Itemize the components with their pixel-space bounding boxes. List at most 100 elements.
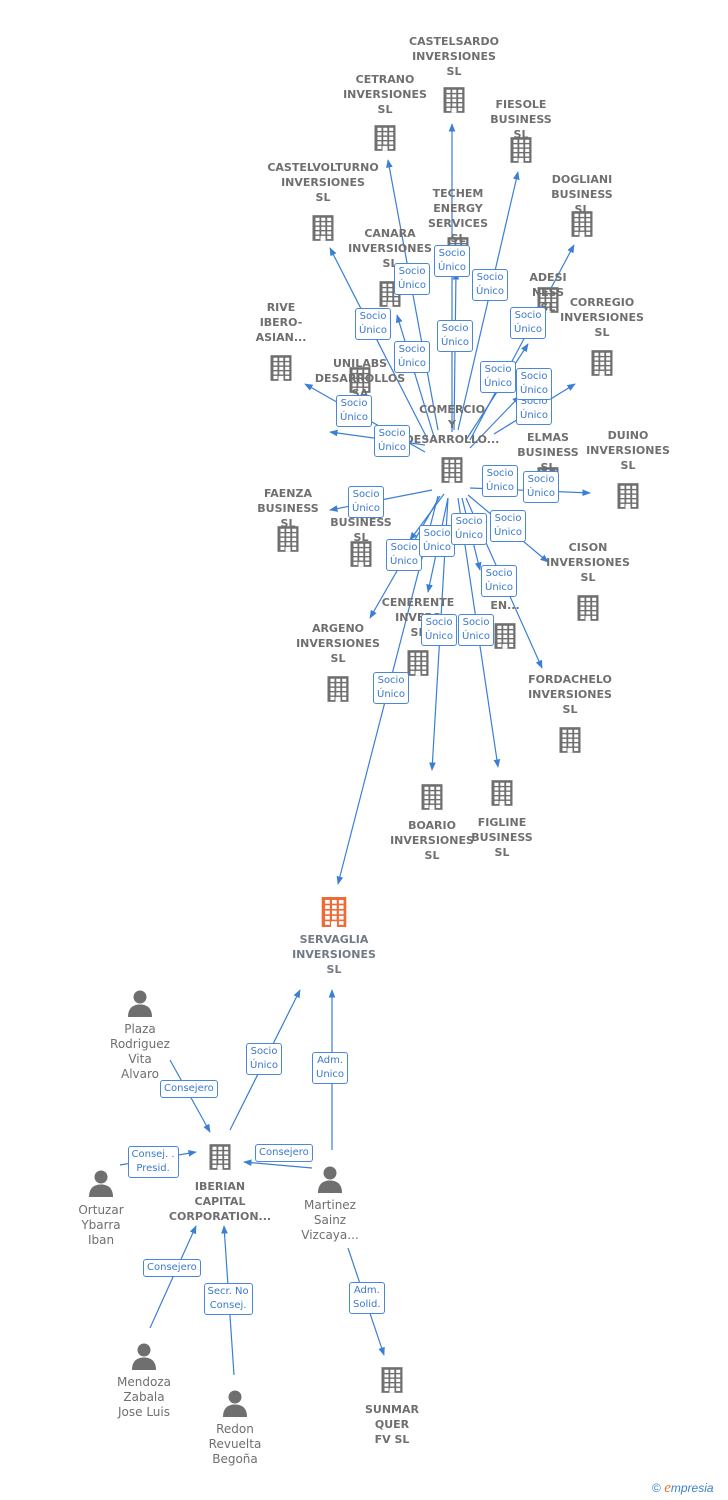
node-label: CASTELSARDO INVERSIONES SL (409, 35, 499, 78)
building-icon (491, 780, 513, 806)
node-label: Mendoza Zabala Jose Luis (117, 1375, 171, 1419)
edge-comercio-to-business (409, 493, 445, 541)
building-icon (494, 623, 516, 649)
relation-badge[interactable]: Adm. Unico (312, 1052, 349, 1084)
building-icon (270, 355, 292, 381)
building-icon (209, 1144, 231, 1170)
relation-badge[interactable]: Consejero (160, 1080, 218, 1098)
relation-badge[interactable]: Socio Único (516, 368, 553, 400)
edge-mendoza-to-iberian (149, 1225, 197, 1329)
node-label: SERVAGLIA INVERSIONES SL (292, 933, 376, 976)
copyright-symbol: © (652, 1481, 661, 1495)
relation-badge[interactable]: Socio Único (246, 1043, 283, 1075)
relation-badge[interactable]: Socio Único (480, 361, 517, 393)
building-icon (591, 350, 613, 376)
building-icon (277, 526, 299, 552)
edge-comercio-to-castelvolturno (329, 247, 429, 441)
edge-comercio-to-elmas (469, 395, 521, 449)
building-icon (374, 125, 396, 151)
node-label: COMERCIO Y DESARROLLO... (404, 403, 500, 446)
node-label: FIGLINE BUSINESS SL (471, 816, 533, 859)
node-label: FIESOLE BUSINESS SL (490, 98, 552, 141)
building-icon (617, 483, 639, 509)
relation-badge[interactable]: Consejero (255, 1144, 313, 1162)
person-icon (316, 1165, 344, 1193)
relation-badge[interactable]: Socio Único (373, 672, 410, 704)
building-icon (443, 87, 465, 113)
relation-badge[interactable]: Socio Único (482, 465, 519, 497)
brand-name: mpresia (670, 1481, 714, 1495)
building-icon (407, 650, 429, 676)
relation-badge[interactable]: Socio Único (421, 614, 458, 646)
node-label: IBERIAN CAPITAL CORPORATION... (168, 1180, 272, 1223)
relation-badge[interactable]: Socio Único (437, 320, 474, 352)
person-icon (126, 989, 154, 1017)
relation-badge[interactable]: Socio Único (374, 425, 411, 457)
node-label: TECHEM ENERGY SERVICES SL (427, 187, 489, 245)
relation-badge[interactable]: Socio Único (490, 510, 527, 542)
building-icon (537, 287, 559, 313)
node-label: Redon Revuelta Begoña (208, 1422, 262, 1466)
building-icon (312, 215, 334, 241)
node-label: BUSINESS SL (330, 516, 392, 544)
building-icon (350, 541, 372, 567)
building-icon (349, 367, 371, 393)
relation-badge[interactable]: Socio Único (451, 513, 488, 545)
building-icon (510, 137, 532, 163)
node-label: ELMAS BUSINESS SL (517, 431, 579, 474)
brand-footer[interactable]: © empresia (652, 1480, 714, 1497)
relation-badge[interactable]: Socio Único (523, 471, 560, 503)
node-label: FORDACHELO INVERSIONES SL (528, 673, 612, 716)
node-label: SUNMAR QUER FV SL (365, 1403, 419, 1446)
edge-comercio-to-cetrano (386, 159, 439, 431)
node-label: CORREGIO INVERSIONES SL (560, 296, 644, 339)
relation-badge[interactable]: Consejero (143, 1259, 201, 1277)
node-label: CASTELVOLTURNO INVERSIONES SL (267, 161, 379, 204)
relation-badge[interactable]: Socio Único (434, 245, 471, 277)
node-label: CISON INVERSIONES SL (546, 541, 630, 584)
building-icon (327, 676, 349, 702)
brand-logo-e: e (664, 1480, 671, 1496)
node-label: Ortuzar Ybarra Iban (78, 1203, 124, 1247)
node-label: ADESI NESS SL (529, 271, 567, 314)
relation-badge[interactable]: Socio Único (419, 525, 456, 557)
relation-badge[interactable]: Socio Único (355, 308, 392, 340)
node-label: CETRANO INVERSIONES SL (343, 73, 427, 116)
relation-badge[interactable]: Adm. Solid. (349, 1282, 385, 1314)
node-label: FAENZA BUSINESS SL (257, 487, 319, 530)
building-icon (577, 595, 599, 621)
relation-badge[interactable]: Socio Único (386, 539, 423, 571)
building-icon (321, 897, 347, 927)
relation-badge[interactable]: Socio Único (348, 486, 385, 518)
building-icon (381, 1367, 403, 1393)
node-label: CANARA INVERSIONES SL (348, 227, 432, 270)
person-icon (221, 1389, 249, 1417)
person-icon (130, 1342, 158, 1370)
edge-martinez-to-iberian (243, 1159, 313, 1169)
building-icon (441, 457, 463, 483)
node-label: BOARIO INVERSIONES SL (390, 819, 474, 862)
building-icon (571, 211, 593, 237)
building-icon (421, 784, 443, 810)
person-icon (87, 1169, 115, 1197)
edge-comercio-to-fiesole (457, 171, 520, 431)
node-label: RIVE IBERO- ASIAN... (255, 301, 307, 344)
relation-badge[interactable]: Socio Único (336, 395, 373, 427)
node-label: Martinez Sainz Vizcaya... (301, 1198, 359, 1242)
node-label: DOGLIANI BUSINESS SL (551, 173, 613, 216)
relation-badge[interactable]: Socio Único (394, 341, 431, 373)
relation-badge[interactable]: Socio Único (510, 307, 547, 339)
relation-badge[interactable]: Secr. No Consej. (203, 1283, 253, 1315)
relation-badge[interactable]: Socio Único (458, 614, 495, 646)
relation-badge[interactable]: Socio Único (472, 269, 509, 301)
relation-badge[interactable]: Consej. . Presid. (127, 1146, 179, 1178)
node-label: Plaza Rodriguez Vita Alvaro (110, 1022, 170, 1081)
relation-badge[interactable]: Socio Único (481, 565, 518, 597)
node-label: ARGENO INVERSIONES SL (296, 622, 380, 665)
edge-comercio-to-canara (395, 314, 436, 441)
building-icon (559, 727, 581, 753)
relation-badge[interactable]: Socio Único (394, 263, 431, 295)
node-label: DUINO INVERSIONES SL (586, 429, 670, 472)
